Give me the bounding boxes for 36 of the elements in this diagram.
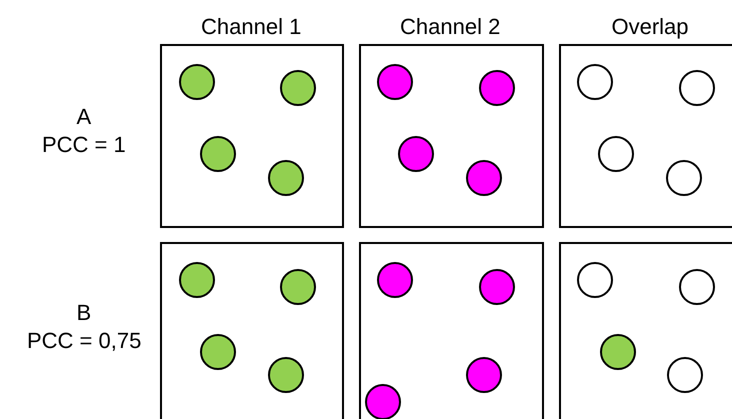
- signal-dot: [280, 70, 316, 106]
- signal-dot: [679, 269, 715, 305]
- signal-dot: [398, 136, 434, 172]
- column-heading: Channel 1: [201, 14, 302, 40]
- image-panel: [160, 44, 344, 228]
- row-label: A: [76, 104, 92, 130]
- image-panel: [160, 242, 344, 419]
- signal-dot: [377, 64, 413, 100]
- signal-dot: [200, 136, 236, 172]
- row-label: B: [76, 300, 92, 326]
- signal-dot: [666, 160, 702, 196]
- coefficient-label: PCC = 1: [42, 132, 126, 158]
- image-panel: [559, 44, 732, 228]
- signal-dot: [280, 269, 316, 305]
- signal-dot: [466, 160, 502, 196]
- column-heading: Channel 2: [400, 14, 500, 40]
- signal-dot: [179, 262, 215, 298]
- signal-dot: [200, 334, 236, 370]
- signal-dot: [600, 334, 636, 370]
- signal-dot: [179, 64, 215, 100]
- signal-dot: [377, 262, 413, 298]
- signal-dot: [577, 64, 613, 100]
- signal-dot: [598, 136, 634, 172]
- signal-dot: [268, 160, 304, 196]
- coefficient-label: PCC = 0,75: [27, 328, 142, 354]
- image-panel: [359, 242, 544, 419]
- image-panel: [559, 242, 732, 419]
- signal-dot: [466, 357, 502, 393]
- signal-dot: [479, 269, 515, 305]
- column-heading: Overlap: [612, 14, 689, 40]
- signal-dot: [667, 357, 703, 393]
- signal-dot: [268, 357, 304, 393]
- signal-dot: [577, 262, 613, 298]
- image-panel: [359, 44, 544, 228]
- signal-dot: [479, 70, 515, 106]
- signal-dot: [679, 70, 715, 106]
